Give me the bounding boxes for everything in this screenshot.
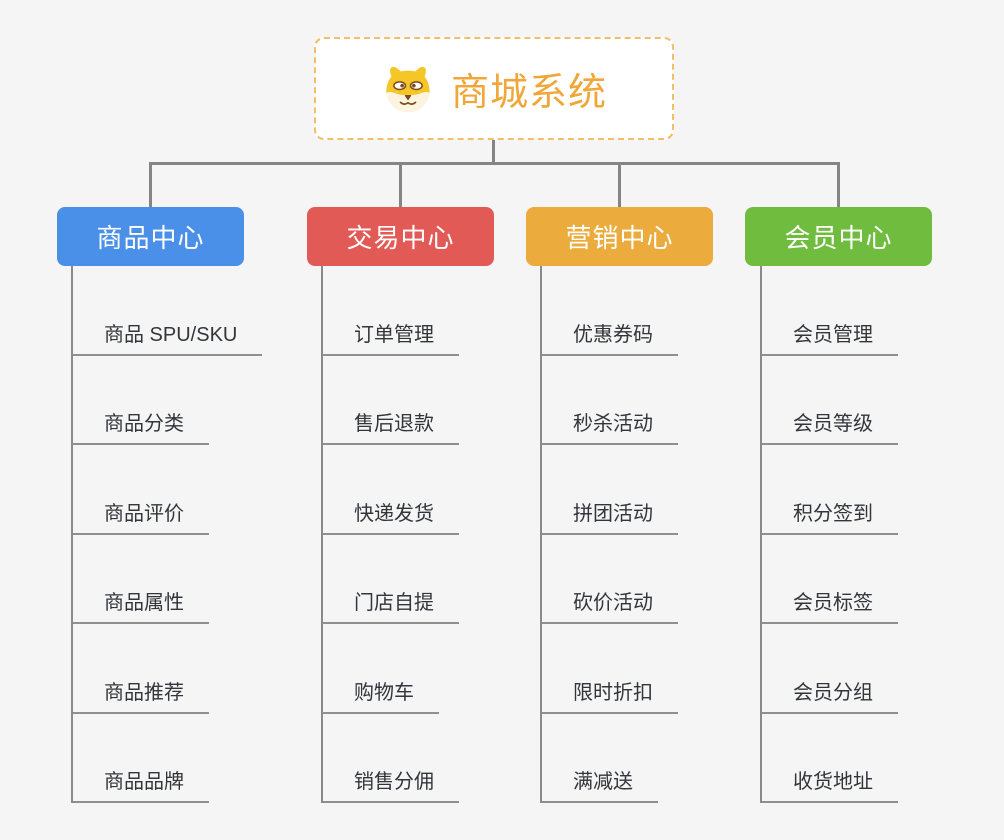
- leaf-node[interactable]: 会员分组: [760, 676, 898, 714]
- branch-spine: [321, 266, 323, 803]
- root-title: 商城系统: [450, 72, 607, 114]
- root-node[interactable]: 商城系统: [314, 37, 674, 140]
- leaf-node[interactable]: 销售分佣: [321, 765, 459, 803]
- leaf-node[interactable]: 购物车: [321, 676, 439, 714]
- leaf-node[interactable]: 会员标签: [760, 586, 898, 624]
- branch-node-product-center[interactable]: 商品中心: [57, 207, 244, 266]
- leaf-node[interactable]: 收货地址: [760, 765, 898, 803]
- connector-root-stub: [492, 140, 495, 163]
- branch-node-member-center[interactable]: 会员中心: [745, 207, 932, 266]
- leaf-node[interactable]: 积分签到: [760, 497, 898, 535]
- leaf-node[interactable]: 满减送: [540, 765, 658, 803]
- leaf-node[interactable]: 限时折扣: [540, 676, 678, 714]
- leaf-node[interactable]: 商品 SPU/SKU: [71, 318, 263, 356]
- leaf-node[interactable]: 商品评价: [71, 497, 209, 535]
- leaf-node[interactable]: 商品推荐: [71, 676, 209, 714]
- leaf-node[interactable]: 商品分类: [71, 407, 209, 445]
- branch-spine: [540, 266, 542, 803]
- leaf-node[interactable]: 商品品牌: [71, 765, 209, 803]
- branch-spine: [71, 266, 73, 803]
- connector-drop-trade: [399, 164, 402, 208]
- leaf-node[interactable]: 砍价活动: [540, 586, 678, 624]
- connector-horizontal: [149, 162, 840, 165]
- leaf-node[interactable]: 售后退款: [321, 407, 459, 445]
- connector-drop-product: [149, 164, 152, 208]
- branch-children-product-center: 商品 SPU/SKU 商品分类 商品评价 商品属性 商品推荐 商品品牌: [71, 266, 263, 803]
- leaf-node[interactable]: 会员管理: [760, 318, 898, 356]
- leaf-node[interactable]: 秒杀活动: [540, 407, 678, 445]
- leaf-node[interactable]: 拼团活动: [540, 497, 678, 535]
- leaf-node[interactable]: 门店自提: [321, 586, 459, 624]
- dog-face-icon: [381, 64, 435, 114]
- branch-children-trade-center: 订单管理 售后退款 快递发货 门店自提 购物车 销售分佣: [321, 266, 459, 803]
- leaf-node[interactable]: 优惠券码: [540, 318, 678, 356]
- leaf-node[interactable]: 快递发货: [321, 497, 459, 535]
- connector-drop-marketing: [618, 164, 621, 208]
- branch-node-trade-center[interactable]: 交易中心: [307, 207, 494, 266]
- leaf-node[interactable]: 商品属性: [71, 586, 209, 624]
- branch-node-marketing-center[interactable]: 营销中心: [526, 207, 713, 266]
- leaf-node[interactable]: 会员等级: [760, 407, 898, 445]
- leaf-node[interactable]: 订单管理: [321, 318, 459, 356]
- connector-drop-member: [837, 164, 840, 208]
- branch-children-member-center: 会员管理 会员等级 积分签到 会员标签 会员分组 收货地址: [760, 266, 898, 803]
- branch-spine: [760, 266, 762, 803]
- branch-children-marketing-center: 优惠券码 秒杀活动 拼团活动 砍价活动 限时折扣 满减送: [540, 266, 678, 803]
